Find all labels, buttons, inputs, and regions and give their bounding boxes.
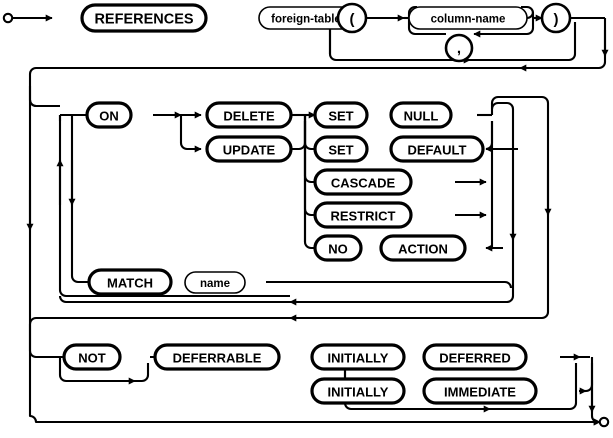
node-not[interactable]: NOT	[62, 343, 122, 371]
node-label: name	[200, 278, 230, 290]
node-rparen[interactable]: )	[540, 2, 572, 34]
node-label: REFERENCES	[94, 12, 193, 28]
node-label: RESTRICT	[331, 209, 396, 224]
node-null[interactable]: NULL	[389, 101, 453, 129]
node-column-name[interactable]: column-name	[408, 6, 528, 30]
node-delete[interactable]: DELETE	[205, 101, 293, 129]
end-circle	[598, 416, 610, 428]
node-references[interactable]: REFERENCES	[80, 3, 208, 33]
node-immediate[interactable]: IMMEDIATE	[422, 377, 538, 405]
node-set-null-set[interactable]: SET	[313, 101, 369, 129]
node-initially-deferred[interactable]: INITIALLY	[310, 343, 406, 371]
node-restrict[interactable]: RESTRICT	[313, 201, 413, 229]
node-label: INITIALLY	[328, 351, 389, 366]
node-no[interactable]: NO	[313, 234, 363, 262]
node-label: SET	[328, 143, 353, 158]
node-label: ACTION	[398, 242, 448, 257]
node-label: DELETE	[223, 109, 275, 124]
node-match[interactable]: MATCH	[87, 268, 173, 296]
node-label: DEFERRED	[439, 351, 511, 366]
start-circle	[2, 12, 14, 24]
node-deferred[interactable]: DEFERRED	[422, 343, 528, 371]
node-name[interactable]: name	[184, 271, 246, 294]
node-label: column-name	[431, 14, 506, 26]
node-deferrable[interactable]: DEFERRABLE	[153, 343, 281, 371]
node-label: )	[554, 11, 559, 28]
node-label: ON	[99, 109, 119, 124]
node-default[interactable]: DEFAULT	[389, 135, 485, 163]
node-update[interactable]: UPDATE	[205, 135, 293, 163]
node-label: foreign-table	[271, 14, 341, 26]
node-initially-immediate[interactable]: INITIALLY	[310, 377, 406, 405]
node-cascade[interactable]: CASCADE	[313, 168, 413, 196]
node-label: NULL	[404, 109, 439, 124]
node-action[interactable]: ACTION	[379, 234, 467, 262]
node-label: (	[350, 11, 355, 28]
node-lparen[interactable]: (	[336, 2, 368, 34]
node-label: CASCADE	[331, 176, 396, 191]
node-label: DEFERRABLE	[173, 351, 262, 366]
node-comma[interactable]: ,	[444, 33, 474, 63]
node-on[interactable]: ON	[85, 101, 133, 129]
node-label: SET	[328, 109, 353, 124]
node-label: NOT	[78, 351, 106, 366]
node-set-default-set[interactable]: SET	[313, 135, 369, 163]
node-label: MATCH	[107, 276, 153, 291]
node-label: UPDATE	[223, 143, 276, 158]
node-label: ,	[457, 40, 461, 57]
node-label: INITIALLY	[328, 385, 389, 400]
node-label: IMMEDIATE	[444, 385, 516, 400]
node-label: NO	[328, 242, 348, 257]
node-label: DEFAULT	[408, 143, 467, 158]
